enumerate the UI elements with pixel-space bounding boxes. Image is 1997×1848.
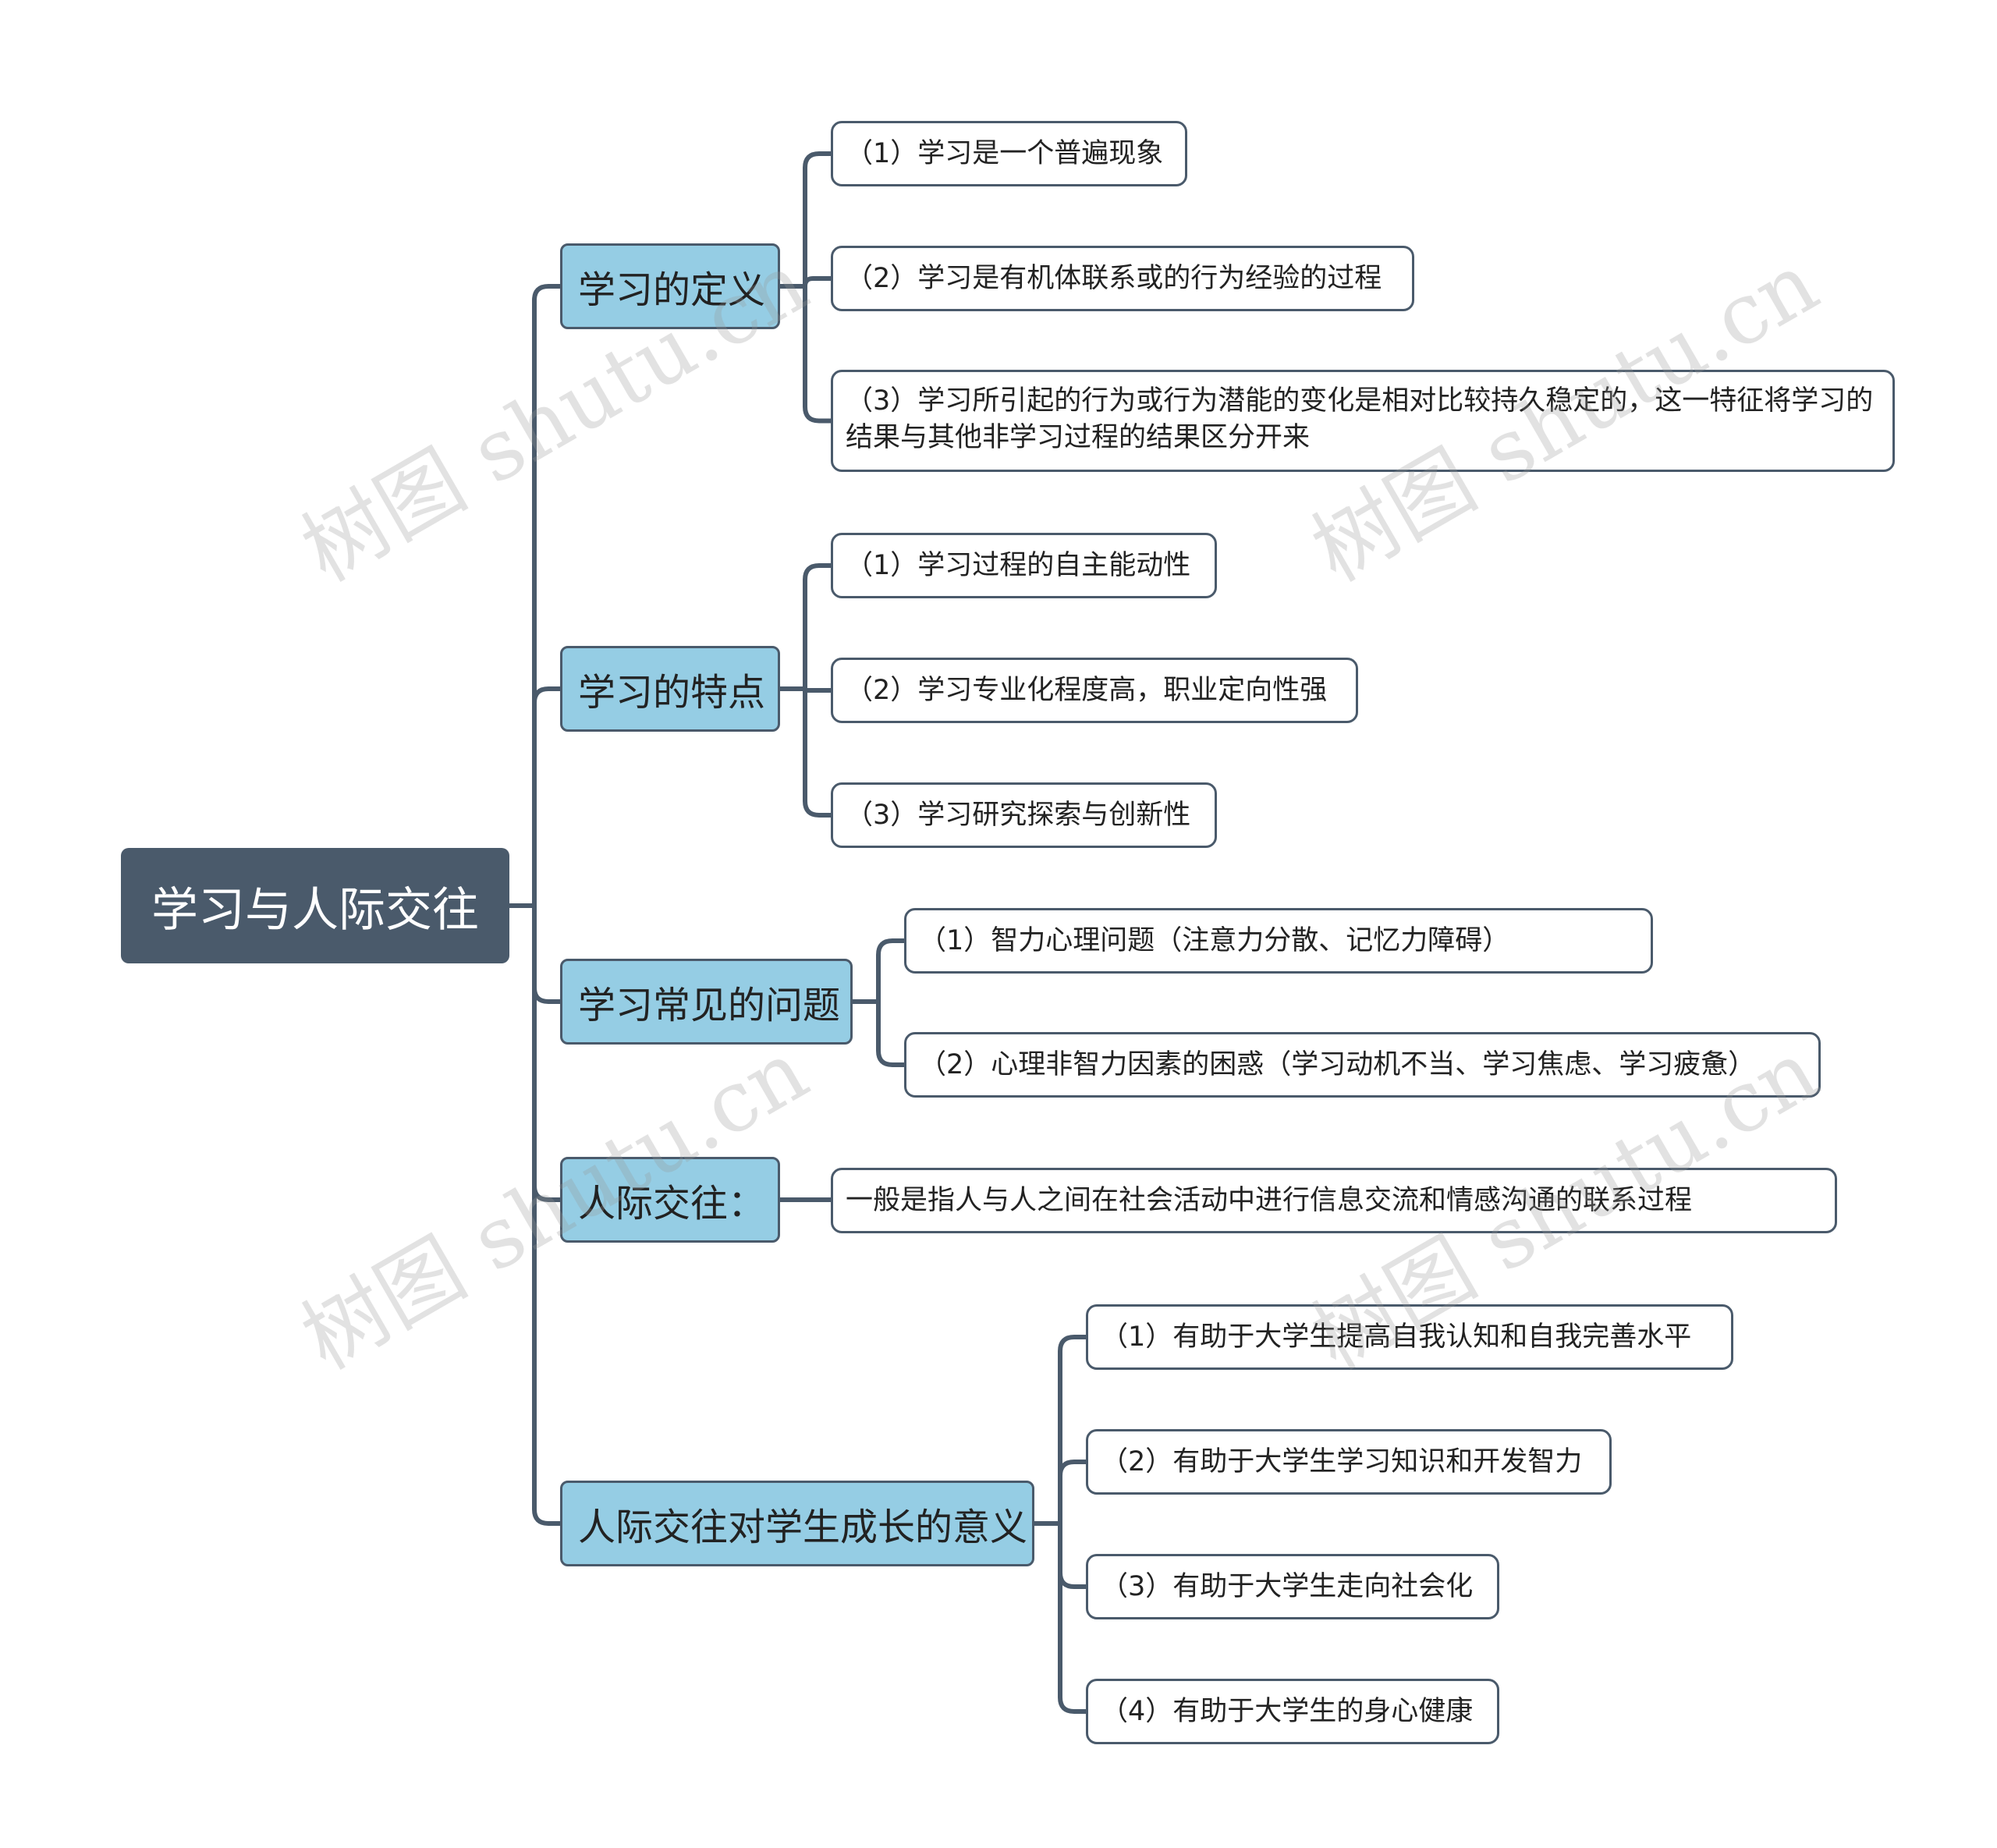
branch-connector-link xyxy=(803,151,833,289)
branch-interpersonal-significance[interactable]: 人际交往对学生成长的意义 xyxy=(560,1481,1034,1566)
root-connector-link xyxy=(532,903,562,1004)
root-connector-link xyxy=(532,686,562,908)
branch-connector-link xyxy=(803,686,833,693)
leaf-feature-1[interactable]: （1）学习过程的自主能动性 xyxy=(831,533,1217,598)
leaf-significance-3[interactable]: （3）有助于大学生走向社会化 xyxy=(1086,1554,1499,1619)
root-connector-link xyxy=(532,284,562,908)
branch-connector-link xyxy=(1058,1521,1088,1714)
branch-learning-definition[interactable]: 学习的定义 xyxy=(560,243,780,329)
leaf-feature-2[interactable]: （2）学习专业化程度高，职业定向性强 xyxy=(831,658,1358,723)
leaf-problem-2[interactable]: （2）心理非智力因素的困惑（学习动机不当、学习焦虑、学习疲惫） xyxy=(904,1032,1821,1098)
branch-connector-link xyxy=(803,563,833,691)
branch-connector-link xyxy=(876,999,906,1067)
leaf-definition-1[interactable]: （1）学习是一个普遍现象 xyxy=(831,121,1187,186)
leaf-problem-1[interactable]: （1）智力心理问题（注意力分散、记忆力障碍） xyxy=(904,908,1653,974)
root-connector-link xyxy=(532,903,562,1202)
root-connector-link xyxy=(532,903,562,1526)
branch-interpersonal[interactable]: 人际交往： xyxy=(560,1157,780,1243)
leaf-significance-1[interactable]: （1）有助于大学生提高自我认知和自我完善水平 xyxy=(1086,1304,1733,1370)
branch-connector-link xyxy=(876,938,906,1004)
branch-connector-link xyxy=(803,284,833,424)
leaf-significance-2[interactable]: （2）有助于大学生学习知识和开发智力 xyxy=(1086,1429,1612,1495)
branch-connector-link xyxy=(803,686,833,818)
leaf-interpersonal-definition[interactable]: 一般是指人与人之间在社会活动中进行信息交流和情感沟通的联系过程 xyxy=(831,1168,1837,1233)
leaf-significance-4[interactable]: （4）有助于大学生的身心健康 xyxy=(1086,1679,1499,1744)
branch-connector-link xyxy=(1058,1335,1088,1526)
branch-connector-link xyxy=(803,276,833,289)
branch-connector-link xyxy=(1058,1460,1088,1526)
leaf-definition-2[interactable]: （2）学习是有机体联系或的行为经验的过程 xyxy=(831,246,1414,311)
branch-connector-link xyxy=(1058,1521,1088,1589)
leaf-definition-3[interactable]: （3）学习所引起的行为或行为潜能的变化是相对比较持久稳定的，这一特征将学习的结果… xyxy=(831,370,1895,472)
branch-common-problems[interactable]: 学习常见的问题 xyxy=(560,959,853,1045)
leaf-feature-3[interactable]: （3）学习研究探索与创新性 xyxy=(831,782,1217,848)
branch-learning-features[interactable]: 学习的特点 xyxy=(560,646,780,732)
root-topic[interactable]: 学习与人际交往 xyxy=(121,848,509,963)
